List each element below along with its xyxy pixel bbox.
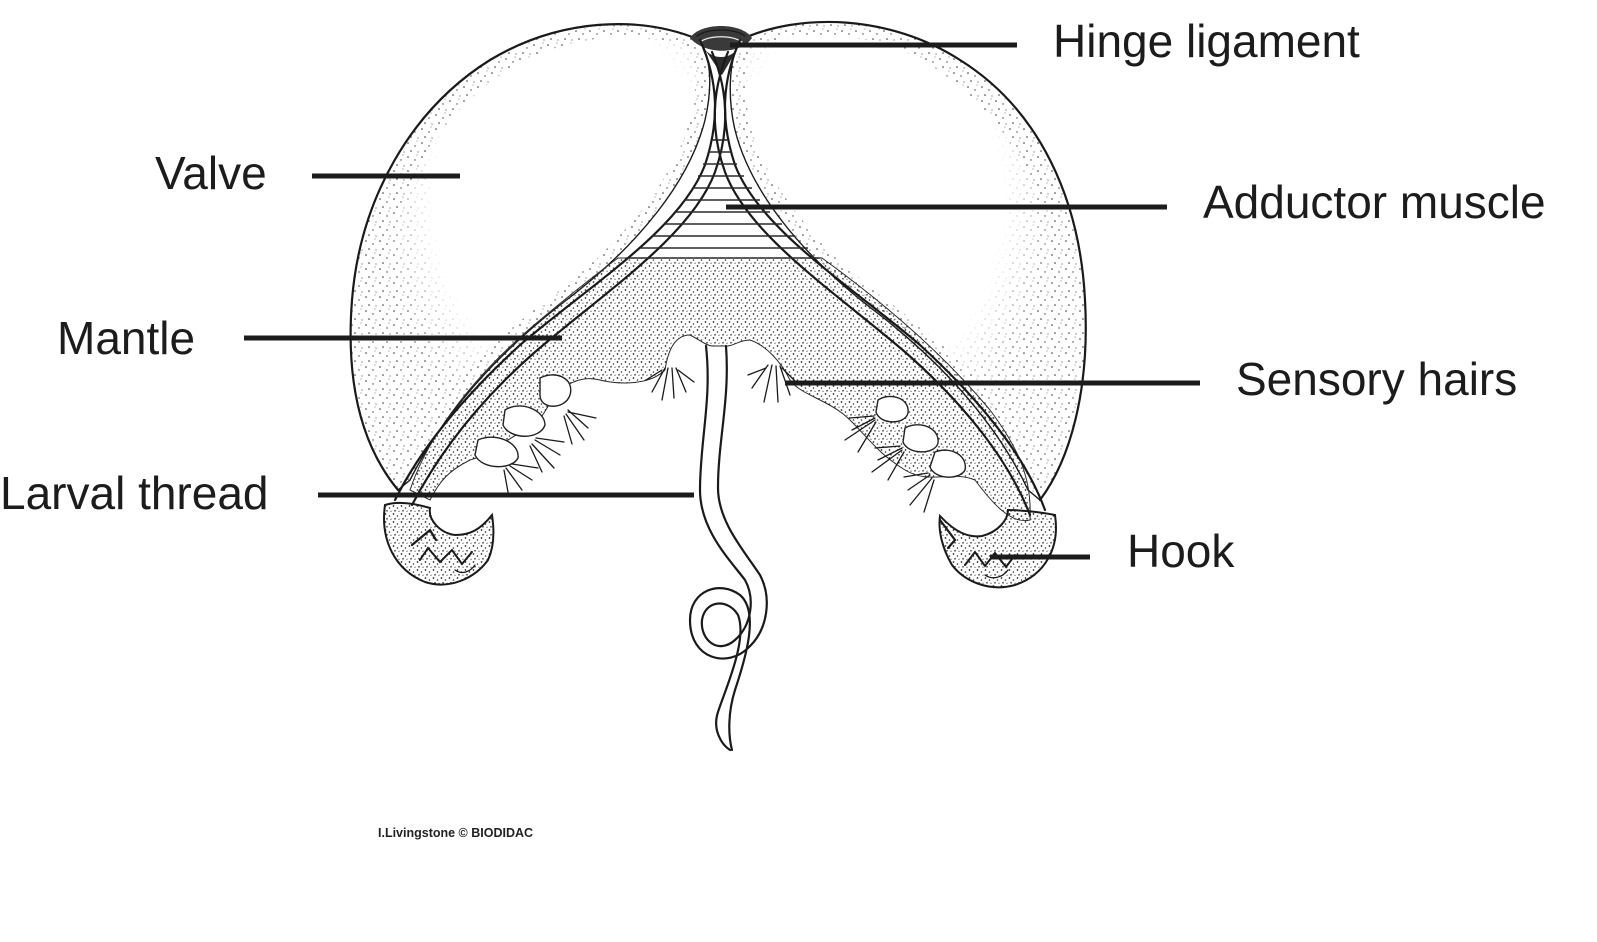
right-valve-edge (738, 20, 1087, 502)
label-larval-thread: Larval thread (0, 467, 269, 519)
left-valve-edge (349, 23, 702, 492)
leader-lines (244, 42, 1200, 560)
sensory-hairs (503, 364, 935, 513)
sensory-hair-tuft-left-2 (529, 437, 565, 473)
sensory-hair-tuft-right-3 (903, 472, 935, 513)
sensory-hair-tuft-left-center (645, 367, 695, 401)
sensory-hair-tuft-left-1 (563, 409, 597, 445)
sensory-hair-tuft-right-2 (871, 445, 905, 481)
sensory-hair-tuft-right-1 (844, 415, 877, 453)
label-hinge-ligament: Hinge ligament (1053, 15, 1360, 67)
hooks (383, 501, 1057, 589)
adductor-muscle (626, 139, 820, 259)
label-sensory-hairs: Sensory hairs (1236, 353, 1517, 405)
label-valve: Valve (155, 147, 267, 199)
label-hook: Hook (1127, 525, 1235, 577)
right-valve-highlight (745, 35, 1056, 445)
label-adductor-muscle: Adductor muscle (1203, 176, 1546, 228)
credit-line: I.Livingstone © BIODIDAC (378, 826, 533, 840)
labels: Hinge ligament Valve Adductor muscle Man… (0, 15, 1546, 840)
right-hook (938, 508, 1057, 589)
right-valve (729, 20, 1087, 502)
larval-thread (688, 344, 768, 752)
left-hook (383, 501, 495, 586)
valve-inner-margins (393, 38, 1047, 517)
sensory-hair-tuft-left-3 (503, 463, 539, 493)
label-mantle: Mantle (57, 312, 195, 364)
mantle (409, 257, 1031, 522)
